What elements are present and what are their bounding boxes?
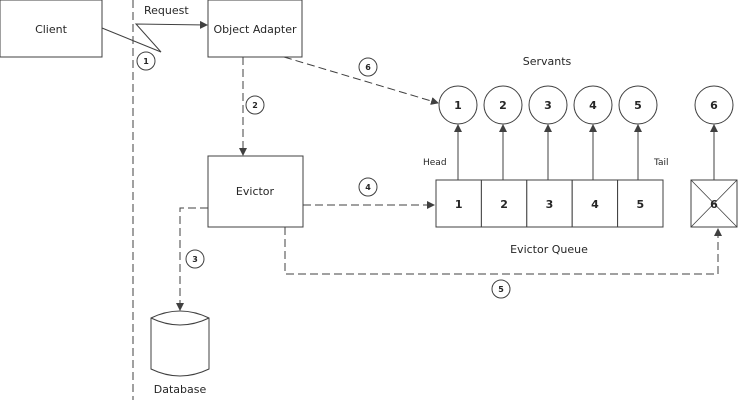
step-4-badge: 4 xyxy=(358,177,378,197)
svg-text:2: 2 xyxy=(252,101,258,110)
evicted-queue-cell: 6 xyxy=(690,179,738,228)
client-label: Client xyxy=(35,23,68,36)
evictor-node: Evictor xyxy=(207,155,304,228)
svg-text:5: 5 xyxy=(498,285,504,294)
queue-cell-5: 5 xyxy=(617,179,664,228)
servant-2: 2 xyxy=(483,85,523,125)
head-label: Head xyxy=(423,158,447,168)
tail-label: Tail xyxy=(653,158,669,168)
queue-cell-4: 4 xyxy=(571,179,619,228)
svg-text:4: 4 xyxy=(365,183,371,192)
servants-group: 1 2 3 4 5 xyxy=(438,85,658,180)
evicted-servant: 6 xyxy=(694,85,734,125)
evictor-queue: 1 2 3 4 5 xyxy=(435,179,664,228)
step-1-badge: 1 xyxy=(136,51,156,71)
svg-text:4: 4 xyxy=(591,198,599,211)
adapter-to-servant-arrow xyxy=(283,56,439,105)
svg-text:5: 5 xyxy=(636,198,644,211)
evictor-queue-label: Evictor Queue xyxy=(510,243,588,256)
evictor-to-evicted-arrow xyxy=(284,227,722,275)
svg-text:3: 3 xyxy=(192,255,198,264)
request-label: Request xyxy=(144,4,189,17)
step-5-badge: 5 xyxy=(491,279,511,299)
svg-text:2: 2 xyxy=(499,99,507,112)
request-arrow xyxy=(101,20,208,53)
queue-cell-1: 1 xyxy=(435,179,482,228)
queue-cell-2: 2 xyxy=(480,179,528,228)
step-3-badge: 3 xyxy=(185,249,205,269)
client-node: Client xyxy=(0,0,103,58)
svg-text:6: 6 xyxy=(710,198,718,211)
database-label: Database xyxy=(154,383,207,396)
servant-4: 4 xyxy=(573,85,613,125)
servant-5: 5 xyxy=(618,85,658,125)
svg-text:4: 4 xyxy=(589,99,597,112)
svg-text:1: 1 xyxy=(454,99,462,112)
servant-1: 1 xyxy=(438,85,478,125)
svg-text:3: 3 xyxy=(544,99,552,112)
database-node: Database xyxy=(150,310,210,396)
object-adapter-label: Object Adapter xyxy=(214,23,297,36)
svg-text:1: 1 xyxy=(143,57,149,66)
svg-text:2: 2 xyxy=(500,198,508,211)
servants-label: Servants xyxy=(523,55,572,68)
servant-3: 3 xyxy=(528,85,568,125)
step-2-badge: 2 xyxy=(245,95,265,115)
evictor-to-database-arrow xyxy=(176,207,208,311)
svg-text:6: 6 xyxy=(710,99,718,112)
svg-text:1: 1 xyxy=(455,198,463,211)
queue-cell-3: 3 xyxy=(526,179,573,228)
svg-text:3: 3 xyxy=(546,198,554,211)
object-adapter-node: Object Adapter xyxy=(207,0,303,58)
svg-text:5: 5 xyxy=(634,99,642,112)
step-6-badge: 6 xyxy=(358,57,378,77)
svg-text:6: 6 xyxy=(365,63,371,72)
evictor-label: Evictor xyxy=(236,185,275,198)
